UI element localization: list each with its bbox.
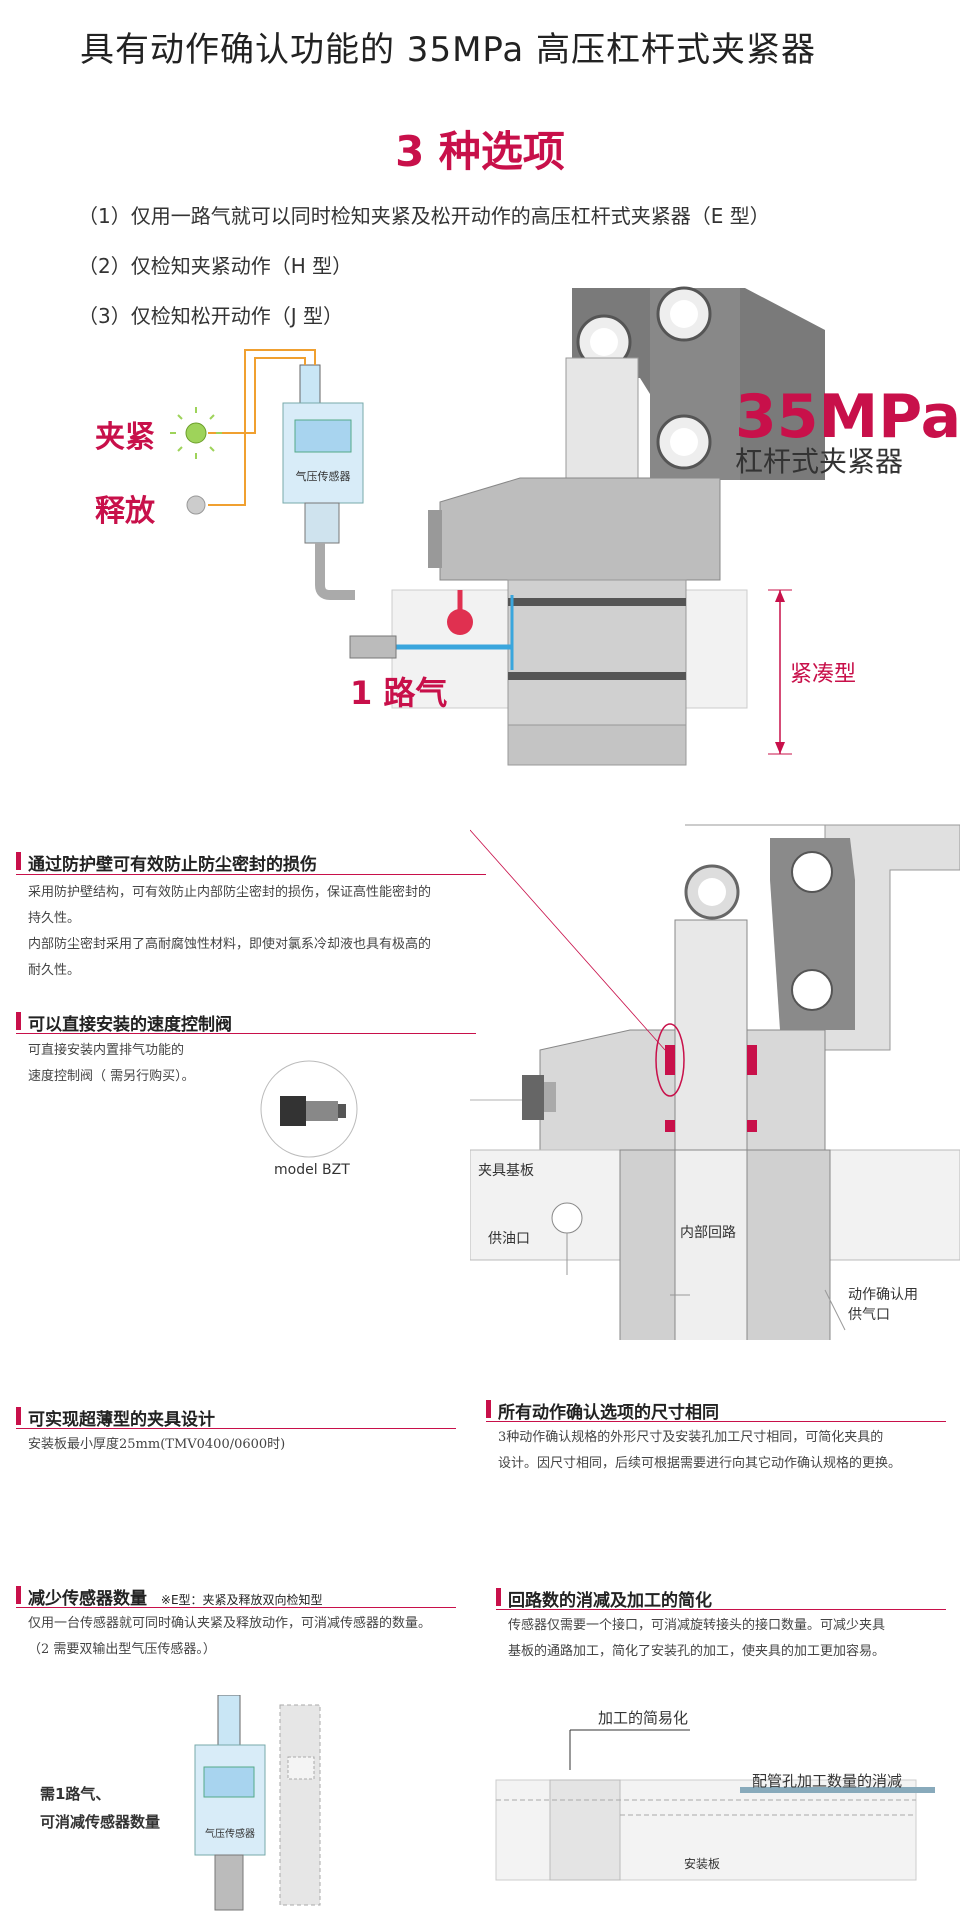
compact-label: 紧凑型 (790, 662, 857, 687)
port-indicator (447, 609, 473, 635)
one-air-label: 1 路气 (350, 674, 448, 712)
clamp-type-label: 杠杆式夹紧器 (735, 445, 904, 478)
sensor-comparison-figure: 气压传感器 (194, 1695, 321, 1911)
page-title: 具有动作确认功能的 35MPa 高压杠杆式夹紧器 (80, 30, 817, 70)
piston-rod-2 (674, 919, 748, 1171)
valve-body: 可直接安装内置排气功能的 速度控制阀（ 需另行购买）。 (28, 1043, 195, 1084)
guard-body: 采用防护壁结构，可有效防止内部防尘密封的损伤，保证高性能密封的 持久性。 内部防… (28, 885, 432, 978)
cross-section-diagram (470, 824, 960, 1340)
clamp-wire (208, 357, 306, 434)
oil-port-label: 供油口 (488, 1231, 530, 1247)
valve-model: model BZT (274, 1162, 350, 1178)
thin-heading: 可实现超薄型的夹具设计 (16, 1405, 215, 1430)
air-supply-label-1: 动作确认用 (848, 1287, 918, 1303)
air-supply-label-2: 供气口 (848, 1307, 890, 1323)
simplify-label: 加工的简易化 (598, 1709, 689, 1727)
machining-heading: 回路数的消减及加工的简化 (496, 1586, 712, 1611)
plate-label: 安装板 (684, 1857, 721, 1871)
pressure-sensor (282, 402, 364, 504)
thin-body: 安装板最小厚度25mm(TMV0400/0600时) (28, 1437, 286, 1452)
sensors-heading: 减少传感器数量 ※E型：夹紧及释放双向检知型 (16, 1584, 323, 1609)
clamp-lamp (185, 422, 207, 444)
lever-arm-2 (770, 838, 855, 1030)
speed-valve (522, 1075, 544, 1120)
sensor-fig-labels: 需1路气、 可消减传感器数量 (40, 1785, 161, 1831)
same-size-body: 3种动作确认规格的外形尺寸及安装孔加工尺寸相同，可简化夹具的 设计。因尺寸相同，… (498, 1430, 902, 1471)
piping-label: 配管孔加工数量的消减 (752, 1772, 903, 1790)
single-sensor (194, 1744, 266, 1856)
release-wire (208, 349, 316, 506)
options-heading: 3 种选项 (395, 127, 565, 176)
oil-port (551, 1202, 583, 1234)
piston-rod (565, 357, 639, 479)
option-h: （2）仅检知夹紧动作（H 型） (78, 254, 353, 278)
machining-figure (495, 1729, 935, 1881)
internal-circuit-rod (674, 1149, 748, 1340)
clamp-diagram-1: 气压传感器 (170, 286, 825, 766)
clamp-label: 夹紧 (95, 420, 155, 455)
option-j: （3）仅检知松开动作（J 型） (78, 304, 343, 328)
release-lamp (186, 495, 206, 515)
guard-heading: 通过防护壁可有效防止防尘密封的损伤 (16, 850, 317, 875)
valve-photo (260, 1060, 358, 1158)
guard-highlight (655, 1023, 685, 1097)
internal-circuit-label: 内部回路 (680, 1225, 736, 1241)
pressure-rating: 35MPa (735, 382, 960, 452)
removed-sensor (279, 1704, 321, 1906)
machining-body: 传感器仅需要一个接口，可消减旋转接头的接口数量。可减少夹具 基板的通路加工，简化… (508, 1618, 886, 1659)
fixture-plate-label: 夹具基板 (478, 1163, 534, 1179)
svg-text:气压传感器: 气压传感器 (205, 1827, 255, 1840)
release-label: 释放 (95, 494, 155, 529)
sensors-body: 仅用一台传感器就可同时确认夹紧及释放动作，可消减传感器的数量。 （2 需要双输出… (28, 1616, 432, 1657)
valve-heading: 可以直接安装的速度控制阀 (16, 1010, 232, 1035)
sensor-text: 气压传感器 (296, 469, 351, 483)
same-size-heading: 所有动作确认选项的尺寸相同 (486, 1398, 719, 1423)
option-e: （1）仅用一路气就可以同时检知夹紧及松开动作的高压杠杆式夹紧器（E 型） (78, 204, 770, 228)
guard-leader (470, 829, 666, 1051)
